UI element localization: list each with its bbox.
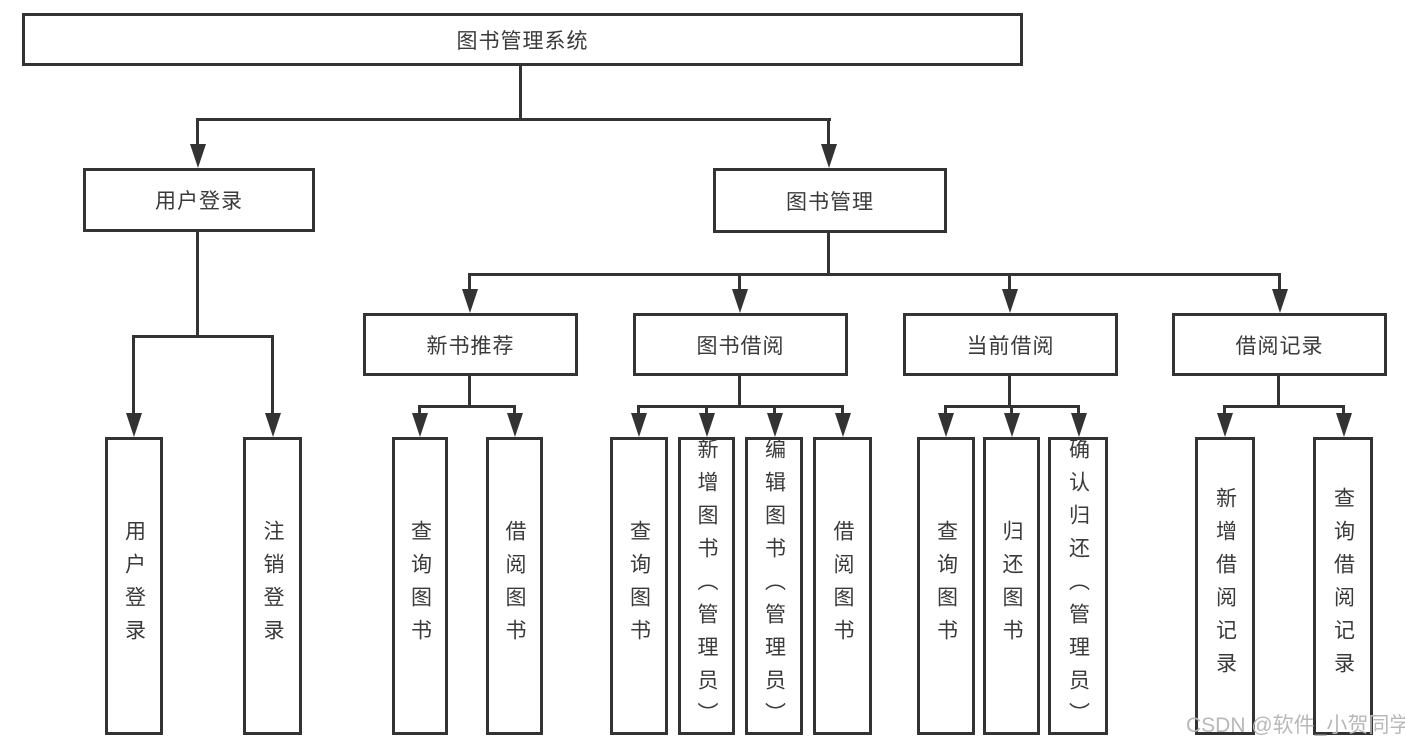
arrow-down-icon (1217, 413, 1233, 437)
node-label: 注销登录 (261, 520, 284, 652)
node-label: 借阅图书 (831, 520, 854, 652)
node-book-borrowing: 图书借阅 (633, 313, 848, 376)
arrow-down-icon (1336, 413, 1352, 437)
connector-line (827, 233, 830, 275)
connector-line (196, 118, 199, 148)
connector-line (196, 232, 199, 338)
leaf-add-books-admin: 新增图书（管理员） (678, 437, 735, 735)
connector-line (468, 273, 471, 291)
leaf-query-books-borrowing: 查询图书 (610, 437, 668, 735)
node-book-management: 图书管理 (713, 168, 947, 233)
node-label: 新书推荐 (426, 334, 515, 358)
node-user-login: 用户登录 (83, 168, 315, 232)
connector-line (738, 376, 741, 408)
node-label: 编辑图书（管理员） (762, 437, 786, 735)
node-label: 查询图书 (408, 520, 432, 652)
connector-line (827, 118, 830, 148)
connector-line (418, 405, 421, 417)
connector-line (944, 405, 947, 417)
node-label: 借阅记录 (1235, 334, 1324, 358)
connector-line (1223, 405, 1345, 408)
node-label: 新增借阅记录 (1213, 487, 1237, 685)
node-label: 归还图书 (1000, 520, 1023, 652)
arrow-down-icon (1071, 413, 1087, 437)
arrow-down-icon (938, 413, 954, 437)
connector-line (1008, 376, 1011, 408)
arrow-down-icon (1272, 289, 1288, 313)
arrow-down-icon (265, 413, 281, 437)
arrow-down-icon (1002, 289, 1018, 313)
arrow-down-icon (1004, 413, 1020, 437)
node-label: 图书管理 (786, 190, 874, 214)
arrow-down-icon (462, 289, 478, 313)
connector-line (637, 405, 640, 417)
arrow-down-icon (126, 413, 142, 437)
node-label: 图书管理系统 (456, 29, 589, 53)
arrow-down-icon (631, 413, 647, 437)
node-label: 查询图书 (934, 520, 958, 652)
connector-line (1342, 405, 1345, 417)
node-borrowing-records: 借阅记录 (1172, 313, 1387, 376)
node-label: 借阅图书 (503, 520, 526, 652)
arrow-down-icon (699, 413, 715, 437)
node-current-borrowing: 当前借阅 (903, 313, 1118, 376)
arrow-down-icon (732, 289, 748, 313)
connector-line (841, 405, 844, 417)
connector-line (519, 66, 522, 121)
node-label: 新增图书（管理员） (695, 437, 718, 735)
leaf-confirm-return-admin: 确认归还（管理员） (1048, 437, 1108, 735)
connector-line (468, 273, 1281, 276)
leaf-edit-books-admin: 编辑图书（管理员） (745, 437, 803, 735)
connector-line (738, 273, 741, 291)
leaf-add-borrow-record: 新增借阅记录 (1195, 437, 1255, 735)
arrow-down-icon (821, 144, 837, 168)
arrow-down-icon (767, 413, 783, 437)
node-new-book-recommend: 新书推荐 (363, 313, 578, 376)
connector-line (132, 335, 135, 415)
leaf-query-books-recommend: 查询图书 (392, 437, 448, 735)
connector-line (1010, 405, 1013, 417)
connector-line (773, 405, 776, 417)
connector-line (705, 405, 708, 417)
connector-line (468, 376, 471, 408)
node-label: 用户登录 (155, 190, 243, 213)
connector-line (1278, 273, 1281, 291)
node-label: 确认归还（管理员） (1066, 437, 1090, 735)
leaf-query-books-current: 查询图书 (917, 437, 975, 735)
arrow-down-icon (835, 413, 851, 437)
connector-line (418, 405, 516, 408)
connector-line (1223, 405, 1226, 417)
connector-line (196, 118, 831, 121)
connector-line (1008, 273, 1011, 291)
arrow-down-icon (190, 144, 206, 168)
node-library-management-system: 图书管理系统 (22, 13, 1023, 66)
connector-line (271, 335, 274, 415)
node-label: 查询图书 (627, 520, 651, 652)
node-label: 查询借阅记录 (1331, 487, 1355, 685)
connector-line (637, 405, 844, 408)
leaf-return-books: 归还图书 (983, 437, 1040, 735)
node-label: 当前借阅 (966, 334, 1055, 358)
connector-line (132, 335, 274, 338)
leaf-borrow-books-recommend: 借阅图书 (486, 437, 543, 735)
arrow-down-icon (507, 413, 523, 437)
csdn-watermark: CSDN @软件_小贺同学 (1186, 714, 1405, 737)
connector-line (1077, 405, 1080, 417)
connector-line (1277, 376, 1280, 408)
leaf-query-borrow-record: 查询借阅记录 (1313, 437, 1373, 735)
leaf-borrow-books-borrowing: 借阅图书 (813, 437, 872, 735)
leaf-logout: 注销登录 (243, 437, 302, 735)
arrow-down-icon (412, 413, 428, 437)
connector-line (513, 405, 516, 417)
node-label: 图书借阅 (696, 334, 785, 358)
leaf-user-login: 用户登录 (105, 437, 163, 735)
node-label: 用户登录 (122, 520, 146, 652)
